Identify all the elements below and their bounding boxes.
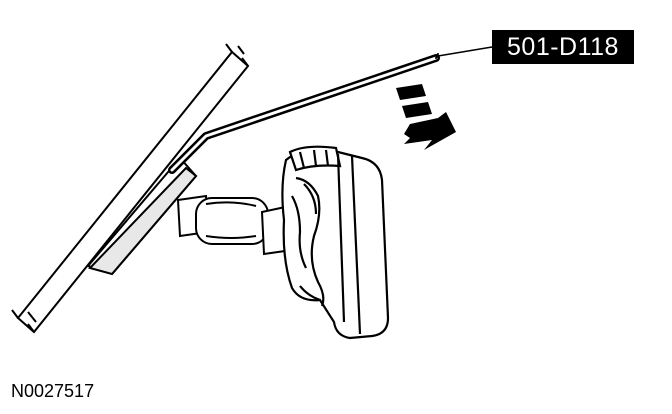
windshield <box>11 43 250 334</box>
tool-callout-label: 501-D118 <box>492 30 634 64</box>
callout-leader-line <box>437 46 493 57</box>
removal-tool-rod <box>168 53 440 174</box>
mirror-housing <box>281 145 390 340</box>
figure-id-label: N0027517 <box>11 381 95 401</box>
mirror-arm <box>176 194 294 256</box>
pull-arrow-icon <box>396 84 456 150</box>
mirror-mount-button <box>86 156 198 276</box>
